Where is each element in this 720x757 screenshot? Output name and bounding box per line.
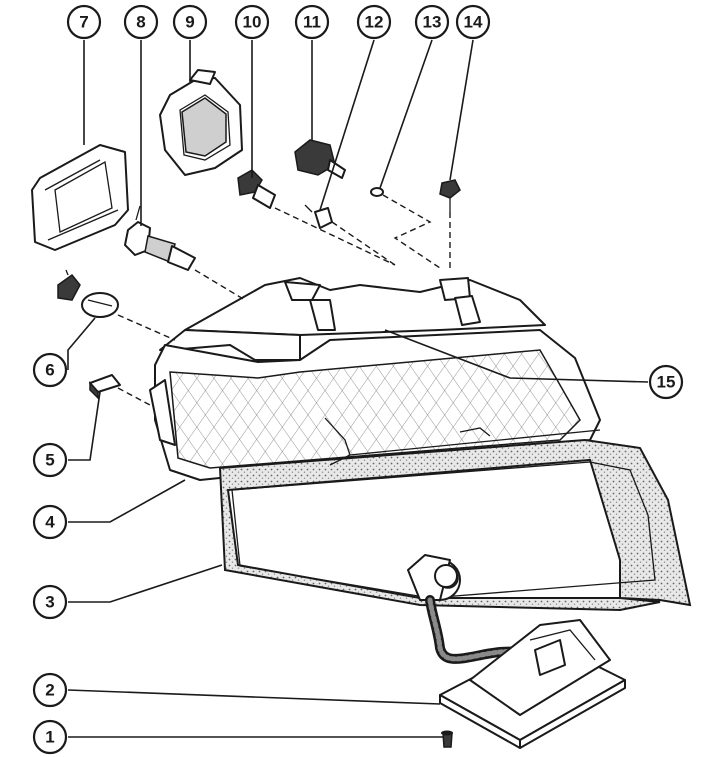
callout-3: 3: [32, 584, 68, 620]
turn-signal-bulb: [57, 269, 119, 318]
callout-4: 4: [32, 504, 68, 540]
callout-9-label: 9: [185, 13, 194, 32]
callout-14-label: 14: [464, 13, 483, 32]
callout-15: 15: [648, 364, 684, 400]
leader-lines: [67, 39, 649, 738]
callout-11-label: 11: [303, 13, 321, 32]
callout-8: 8: [123, 4, 159, 40]
callout-10: 10: [234, 4, 270, 40]
beam-adjuster-motor: [294, 139, 346, 179]
callout-15-label: 15: [657, 373, 676, 392]
callout-1-label: 1: [45, 728, 54, 747]
callout-12-label: 12: [365, 13, 384, 32]
headlight-housing: [149, 277, 601, 481]
callout-6: 6: [32, 352, 68, 388]
bulb-shroud: [159, 69, 243, 176]
callout-4-label: 4: [45, 513, 55, 532]
callout-11: 11: [294, 4, 330, 40]
retaining-ring: [370, 187, 384, 197]
outer-cover-frame: [218, 417, 692, 612]
side-marker-holder: [89, 374, 121, 400]
rear-cover-cap: [31, 144, 129, 251]
callout-5: 5: [32, 442, 68, 478]
screw: [441, 730, 453, 748]
callout-5-label: 5: [45, 451, 54, 470]
callout-3-label: 3: [45, 593, 54, 612]
callout-8-label: 8: [136, 13, 145, 32]
ballast-assembly: [407, 554, 626, 749]
callout-2: 2: [32, 672, 68, 708]
callout-7-label: 7: [79, 13, 88, 32]
callout-13: 13: [414, 4, 450, 40]
callout-1: 1: [32, 719, 68, 755]
callout-2-label: 2: [45, 681, 54, 700]
callout-14: 14: [455, 4, 491, 40]
low-beam-bulb: [237, 169, 276, 209]
assembly-guide-lines: [117, 194, 451, 406]
callout-9: 9: [172, 4, 208, 40]
mounting-clip: [439, 179, 461, 212]
callout-10-label: 10: [243, 13, 262, 32]
callout-7: 7: [66, 4, 102, 40]
callout-12: 12: [356, 4, 392, 40]
callout-13-label: 13: [423, 13, 442, 32]
callout-6-label: 6: [45, 361, 54, 380]
main-beam-bulb: [124, 205, 196, 271]
parking-light-bulb: [304, 204, 333, 229]
